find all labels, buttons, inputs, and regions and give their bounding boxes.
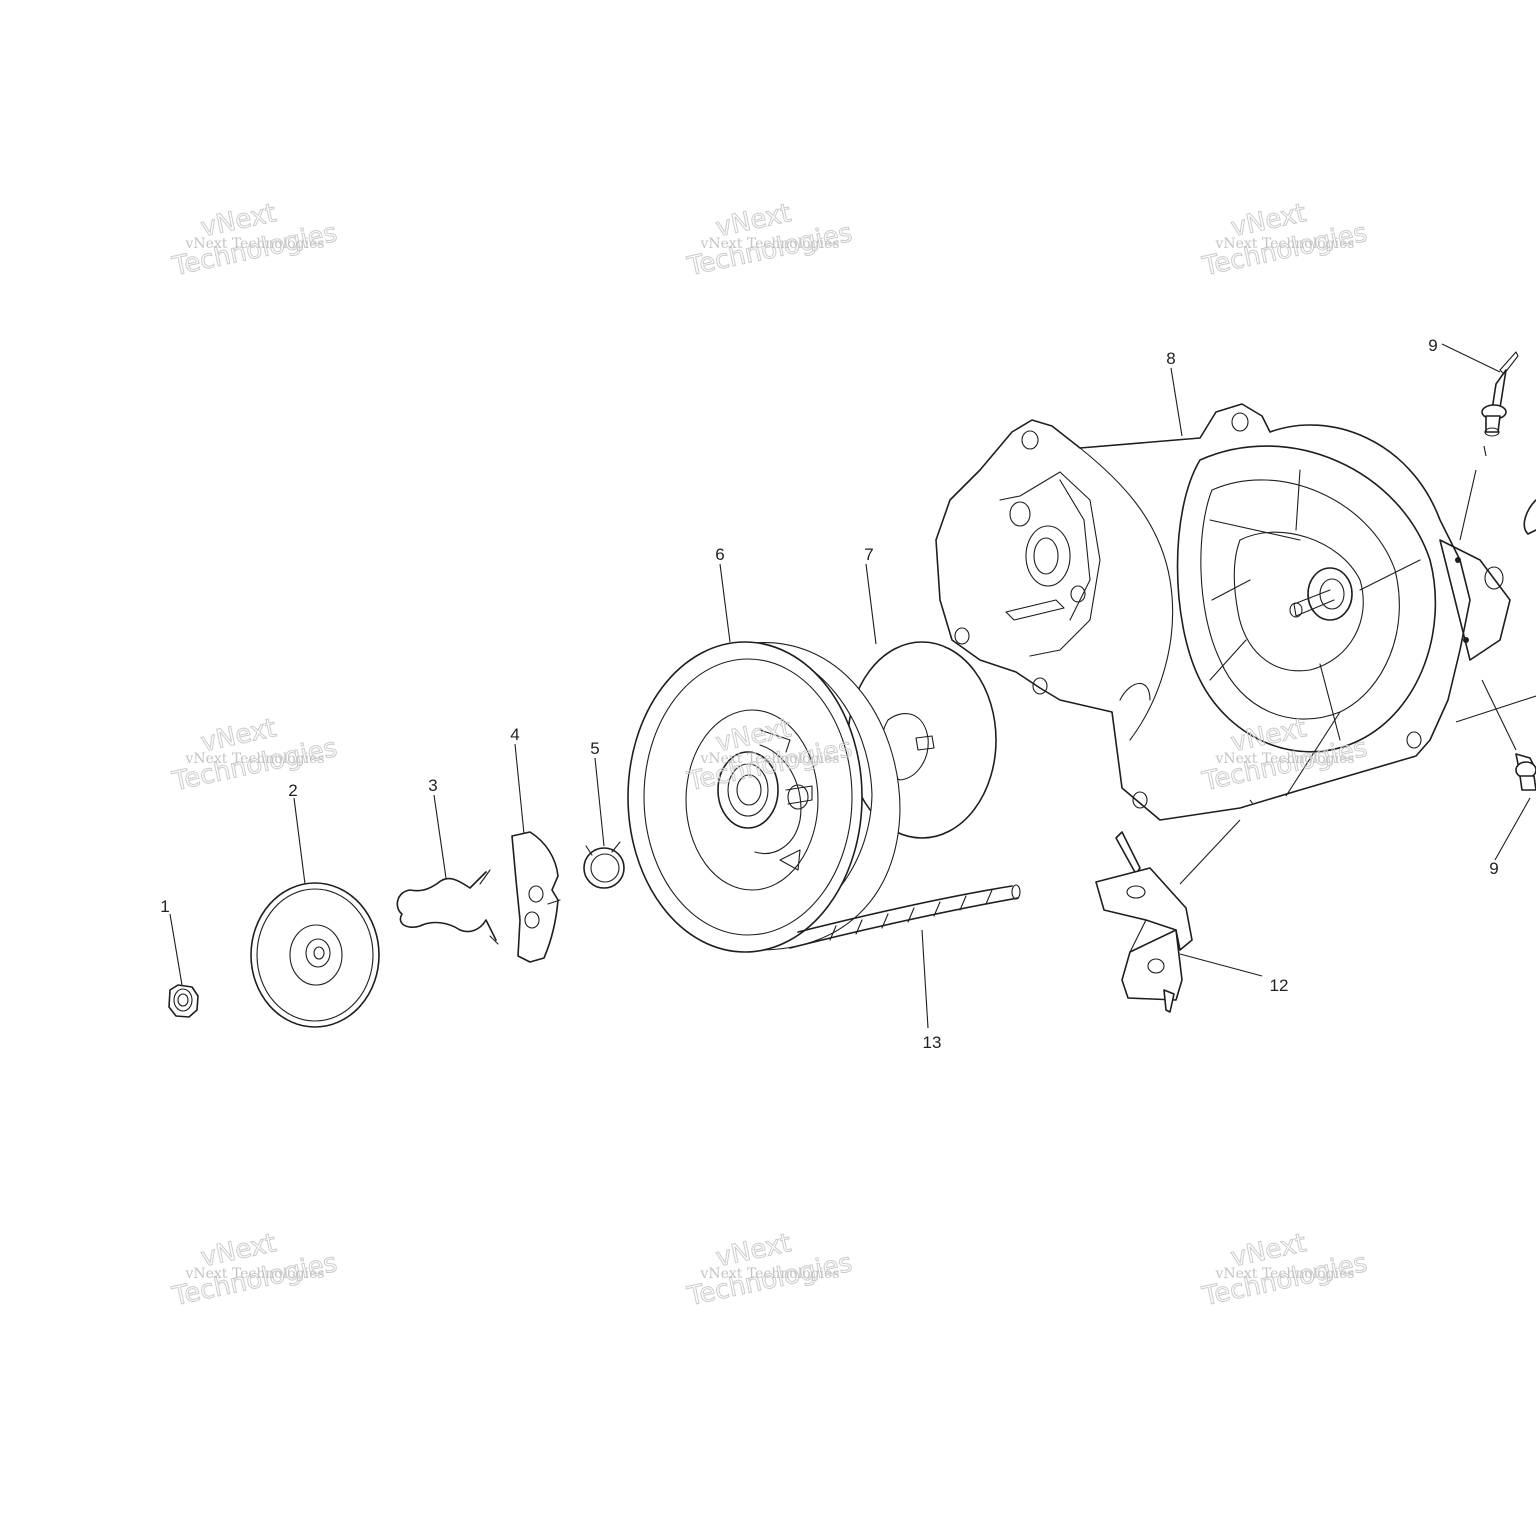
watermark-small: vNext Technologies <box>184 1266 324 1282</box>
part-1-nut <box>168 984 199 1018</box>
part-13-rope <box>789 884 1021 949</box>
watermark-small: vNext Technologies <box>1214 236 1354 252</box>
callout-4: 4 <box>510 725 519 744</box>
part-12-bracket <box>1095 831 1193 1013</box>
part-5-coil-spring <box>583 841 625 889</box>
callout-12: 12 <box>1270 976 1289 995</box>
watermark-small: vNext Technologies <box>1214 1266 1354 1282</box>
callout-5: 5 <box>590 739 599 758</box>
callout-3: 3 <box>428 776 437 795</box>
callout-labels: 1 2 3 4 5 6 7 8 9 9 12 13 <box>160 336 1498 1052</box>
callout-1: 1 <box>160 897 169 916</box>
watermark-small: vNext Technologies <box>699 1266 839 1282</box>
callout-13: 13 <box>923 1033 942 1052</box>
leader-lines <box>169 343 1536 1029</box>
callout-9-bottom: 9 <box>1489 859 1498 878</box>
watermark-small: vNext Technologies <box>184 751 324 767</box>
callout-9-top: 9 <box>1428 336 1437 355</box>
callout-8: 8 <box>1166 349 1175 368</box>
part-8-housing <box>935 403 1536 821</box>
watermark-small: vNext Technologies <box>699 751 839 767</box>
part-2-plate <box>250 882 380 1028</box>
watermark-small: vNext Technologies <box>1214 751 1354 767</box>
part-9-rivet-bottom <box>1515 753 1536 791</box>
callout-7: 7 <box>864 545 873 564</box>
watermark-small: vNext Technologies <box>184 236 324 252</box>
part-6-pulley <box>627 641 901 953</box>
part-9-rivet-top <box>1481 351 1519 437</box>
watermark-small: vNext Technologies <box>699 236 839 252</box>
part-4-pawl <box>511 831 561 963</box>
part-3-spring-clip <box>396 869 499 945</box>
callout-2: 2 <box>288 781 297 800</box>
callout-6: 6 <box>715 545 724 564</box>
